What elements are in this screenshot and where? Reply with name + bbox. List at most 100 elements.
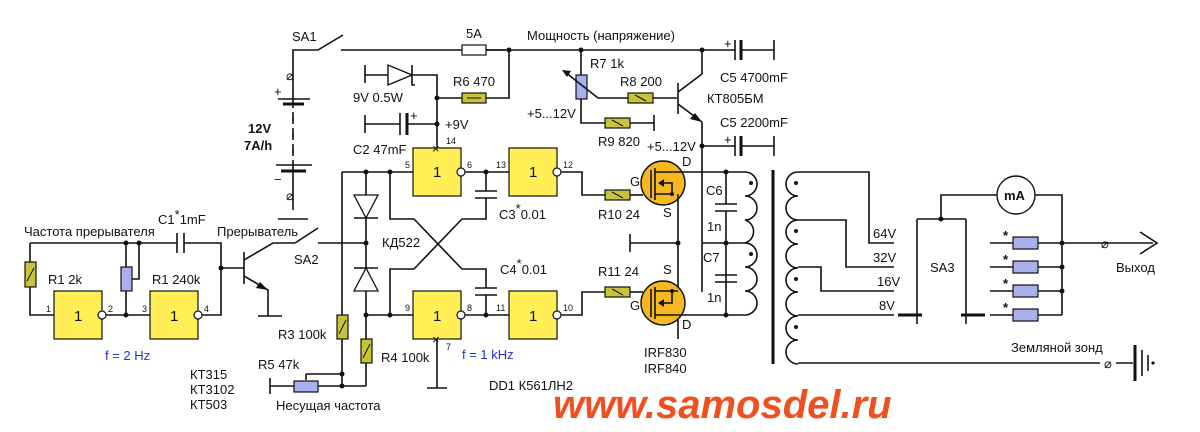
wire [580, 99, 605, 124]
r7-potentiometer[interactable] [575, 74, 588, 100]
battery-plus: + [274, 84, 282, 99]
gate-2 [149, 290, 199, 340]
pin-label: 2 [108, 304, 113, 314]
r6-label: R6 470 [453, 74, 495, 89]
r4-label: R4 100k [381, 350, 430, 365]
pin-label: 5 [405, 160, 410, 170]
tap-label: 16V [877, 274, 900, 289]
chopper-frequency: f = 2 Hz [105, 348, 150, 363]
chopper-frequency-label: Частота прерывателя [24, 224, 155, 239]
polarity-dot [794, 181, 798, 185]
kt805-label: КТ805БМ [707, 91, 764, 106]
mosfet-arrow-icon [658, 179, 664, 187]
chopper-transistor-label: Прерыватель [217, 224, 298, 239]
tap-64v-wire [798, 171, 894, 244]
pin-label: 9 [405, 303, 410, 313]
drain-pin-label: D [682, 317, 691, 332]
r4-mark [362, 343, 371, 359]
gate-symbol: 1 [529, 308, 537, 325]
r5-potentiometer[interactable] [293, 380, 319, 393]
r1b-potentiometer[interactable] [120, 266, 133, 292]
tap-label: 8V [879, 298, 895, 313]
c2-plus: + [410, 108, 418, 123]
polarity-dot [749, 252, 753, 256]
inverter-bubble [552, 310, 562, 320]
wire [561, 171, 605, 196]
meter-label: mA [1004, 188, 1026, 203]
carrier-label: Несущая частота [276, 398, 381, 413]
c2-label: C2 47mF [353, 142, 407, 157]
r9-mark [611, 119, 624, 127]
sa1-switch-lever[interactable] [317, 34, 344, 51]
c6-value: 1n [707, 219, 721, 234]
wire [184, 242, 222, 316]
limit-resistor [1012, 236, 1039, 250]
v512b-label: +5...12V [647, 139, 696, 154]
pin-label: 12 [563, 160, 573, 170]
r7-arrowhead-icon [562, 70, 571, 77]
battery-minus: − [274, 172, 282, 187]
gate-symbol: 1 [529, 164, 537, 181]
sa2-switch-lever[interactable] [294, 227, 319, 244]
limit-resistor [1012, 284, 1039, 298]
battery-wire [292, 49, 318, 210]
voltage-control-section: R7 1k R8 200 R9 820 +5...12V КТ805БМ + C… [527, 36, 788, 292]
zener-bar [411, 65, 415, 86]
wire [940, 194, 997, 219]
star-mark: * [1003, 276, 1009, 291]
pin-cross-icon: × [432, 141, 440, 156]
pin-label: 3 [142, 304, 147, 314]
pin-label: 4 [204, 304, 209, 314]
transistor-type: КТ315 [190, 367, 227, 382]
drain-pin-label: D [682, 154, 691, 169]
r10-mark [611, 191, 624, 199]
fuse-icon [461, 44, 487, 56]
pin-label: 13 [496, 160, 506, 170]
pin-label: 6 [467, 160, 472, 170]
r7-arrow [564, 71, 599, 99]
c7-value: 1n [707, 290, 721, 305]
transistor-type: КТ503 [190, 397, 227, 412]
r3-label: R3 100k [278, 327, 327, 342]
ground-probe-icon [1151, 361, 1155, 365]
inverter-bubble [456, 310, 466, 320]
v512a-label: +5...12V [527, 106, 576, 121]
c7-label: C7 [703, 250, 720, 265]
pin-label: 1 [46, 304, 51, 314]
gate-symbol: 1 [433, 308, 441, 325]
r8-label: R8 200 [620, 74, 662, 89]
mosfet-type: IRF830 [644, 345, 687, 360]
source-pin-label: S [663, 205, 672, 220]
junction-dot [434, 121, 440, 127]
tap-32v-wire [798, 219, 894, 268]
battery-capacity: 7A/h [244, 138, 272, 153]
zener-label: 9V 0.5W [353, 90, 404, 105]
mosfet-section: R10 24 G D S S R11 24 G D IRF830 IRF840 [598, 154, 745, 376]
star-mark: * [1003, 252, 1009, 267]
gate-3 [412, 147, 462, 197]
pin-label: 10 [563, 303, 573, 313]
limit-resistor [1012, 260, 1039, 274]
mosfet-source-line [655, 182, 673, 195]
junction-dot [723, 240, 729, 246]
wire [486, 50, 510, 99]
c5b-plus: + [724, 132, 732, 147]
output-label: Выход [1116, 260, 1155, 275]
c5a-label: C5 4700mF [720, 70, 788, 85]
output-arrow-icon [1139, 231, 1159, 255]
pin-cross-icon: × [432, 332, 440, 347]
zener-diode-icon [387, 63, 414, 87]
r1a-label: R1 2k [48, 272, 82, 287]
diode-icon [352, 266, 380, 292]
chopper-transistor-collector [243, 242, 295, 261]
inverter-bubble [193, 310, 203, 320]
v9-label: +9V [445, 117, 469, 132]
c3-label: C3*0.01 [499, 201, 546, 222]
cross-wire [389, 172, 487, 288]
r1a-mark [26, 267, 35, 282]
gate-pin-label: G [630, 174, 640, 189]
r8-mark [634, 94, 647, 102]
pin-label: 14 [446, 136, 456, 146]
battery-voltage: 12V [248, 121, 271, 136]
